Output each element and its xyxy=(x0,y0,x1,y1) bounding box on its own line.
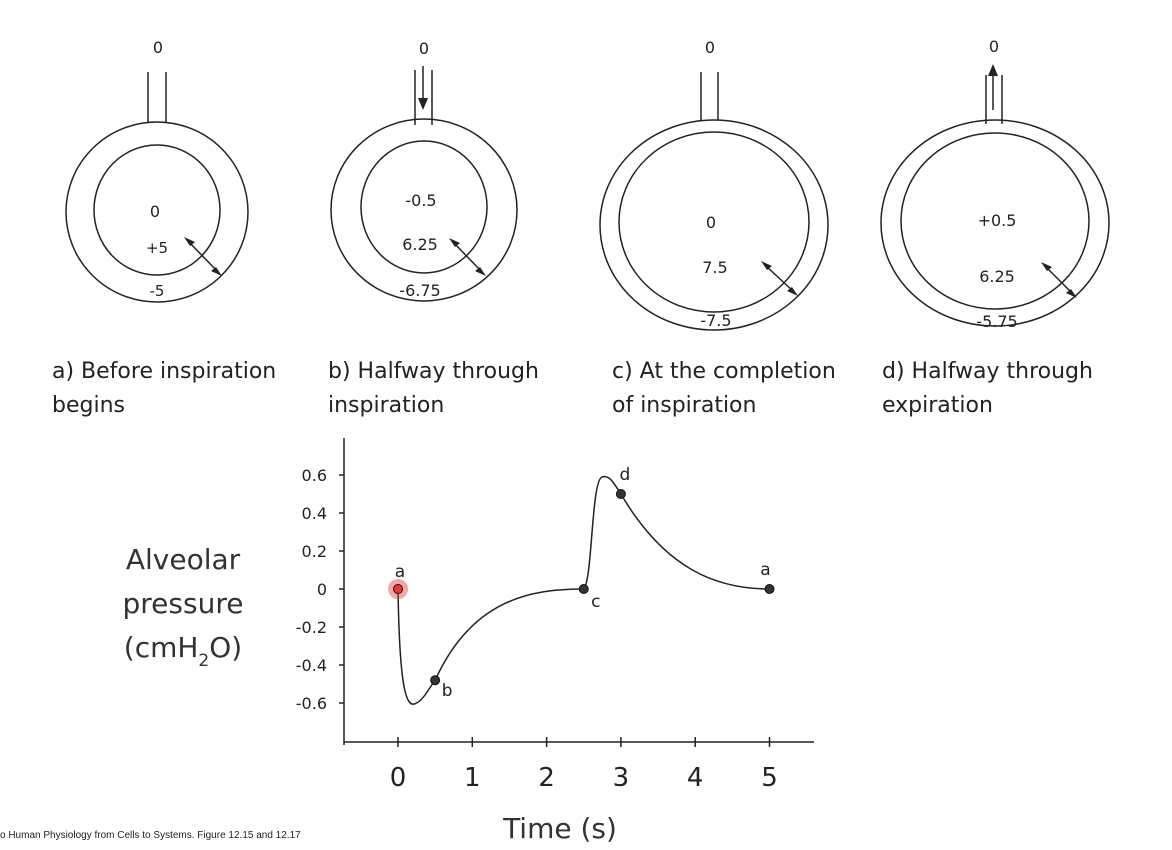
panel-c-top-pressure: 0 xyxy=(705,38,715,57)
panel-d-transpulmonary-pressure: 6.25 xyxy=(979,267,1015,286)
panel-b-inflow-arrow xyxy=(418,66,428,110)
panel-a: 0 0 +5 -5 a) Before inspiration begins xyxy=(52,38,276,418)
graph-y-ticks: 0.6 0.4 0.2 0 -0.2 -0.4 -0.6 xyxy=(296,466,344,713)
y-tick-label: -0.2 xyxy=(296,618,327,637)
panel-a-caption-line1: a) Before inspiration xyxy=(52,359,276,384)
panel-c-caption-line2: of inspiration xyxy=(612,393,756,418)
panel-b-intrapleural-pressure: -6.75 xyxy=(399,281,440,300)
pressure-graph: Alveolar pressure (cmH2O) 0.6 0.4 0.2 0 -0.2… xyxy=(123,438,814,845)
x-tick-label: 1 xyxy=(464,763,481,793)
x-tick-label: 5 xyxy=(761,763,778,793)
point-d xyxy=(615,489,626,499)
panel-a-lung xyxy=(93,144,221,276)
panel-b-top-pressure: 0 xyxy=(419,39,429,58)
panel-d: 0 +0.5 6.25 -5.75 d) Halfway through exp… xyxy=(880,37,1110,418)
point-label-b: b xyxy=(442,681,453,701)
point-c xyxy=(578,584,589,594)
point-a xyxy=(764,584,775,594)
panel-c-lung xyxy=(618,131,810,313)
graph-points: a b c d a xyxy=(388,465,775,701)
point-label-a: a xyxy=(760,560,770,580)
graph-x-ticks: 0 1 2 3 4 5 xyxy=(390,737,778,793)
point-label-c: c xyxy=(591,592,600,612)
x-tick-label: 0 xyxy=(390,763,407,793)
panel-b-lung xyxy=(360,140,488,274)
panel-d-top-pressure: 0 xyxy=(989,37,999,56)
panel-d-caption-line2: expiration xyxy=(882,393,993,418)
panel-c-intrapleural-pressure: -7.5 xyxy=(700,311,731,330)
panel-c-caption-line1: c) At the completion xyxy=(612,359,836,384)
panel-b-alveolar-pressure: -0.5 xyxy=(405,191,436,210)
panel-c: 0 0 7.5 -7.5 c) At the completion of ins… xyxy=(599,38,836,418)
panel-c-outer-wall xyxy=(599,119,829,331)
x-tick-label: 3 xyxy=(613,763,630,793)
panel-d-double-arrow xyxy=(1041,262,1077,298)
y-tick-label: 0 xyxy=(317,580,327,599)
panel-c-double-arrow xyxy=(761,261,798,296)
panel-c-alveolar-pressure: 0 xyxy=(706,213,716,232)
panel-d-intrapleural-pressure: -5.75 xyxy=(976,312,1017,331)
panel-a-double-arrow xyxy=(184,237,222,276)
graph-xlabel: Time (s) xyxy=(502,812,617,845)
panel-d-alveolar-pressure: +0.5 xyxy=(978,211,1017,230)
x-tick-label: 2 xyxy=(538,763,555,793)
panel-b-transpulmonary-pressure: 6.25 xyxy=(402,235,438,254)
panel-b-caption-line1: b) Halfway through xyxy=(328,359,539,384)
y-tick-label: 0.4 xyxy=(302,504,327,523)
y-tick-label: -0.4 xyxy=(296,656,327,675)
panel-d-outflow-arrow xyxy=(988,64,998,110)
graph-ylabel-line2: pressure xyxy=(123,587,244,620)
panel-a-top-pressure: 0 xyxy=(153,38,163,57)
graph-ylabel-line1: Alveolar xyxy=(126,543,241,576)
source-citation: o Human Physiology from Cells to Systems… xyxy=(0,830,301,841)
panel-a-caption-line2: begins xyxy=(52,393,125,418)
point-b xyxy=(430,675,441,686)
panel-a-alveolar-pressure: 0 xyxy=(150,202,160,221)
panel-b-double-arrow xyxy=(449,238,486,276)
graph-ylabel-line3: (cmH2O) xyxy=(124,631,242,671)
x-tick-label: 4 xyxy=(687,763,704,793)
panel-b-caption-line2: inspiration xyxy=(328,393,444,418)
panel-d-outer-wall xyxy=(880,119,1110,327)
panel-a-airway xyxy=(147,72,167,122)
y-tick-label: 0.6 xyxy=(302,466,327,485)
y-tick-label: 0.2 xyxy=(302,542,327,561)
panel-a-intrapleural-pressure: -5 xyxy=(150,282,165,300)
panel-d-caption-line1: d) Halfway through xyxy=(882,359,1093,384)
panel-b-airway xyxy=(414,70,433,125)
panel-c-transpulmonary-pressure: 7.5 xyxy=(702,258,727,277)
panel-a-transpulmonary-pressure: +5 xyxy=(146,239,168,257)
panel-b: 0 -0.5 6.25 -6.75 b) Halfway through ins… xyxy=(328,39,539,418)
panel-d-lung xyxy=(900,132,1090,310)
panel-b-outer-wall xyxy=(330,118,518,302)
panel-c-airway xyxy=(700,72,719,120)
panel-d-airway xyxy=(985,75,1003,124)
point-a xyxy=(393,584,403,594)
point-label-d: d xyxy=(620,465,631,485)
y-tick-label: -0.6 xyxy=(296,694,327,713)
point-label-a: a xyxy=(395,562,405,582)
panel-a-outer-wall xyxy=(65,121,249,303)
